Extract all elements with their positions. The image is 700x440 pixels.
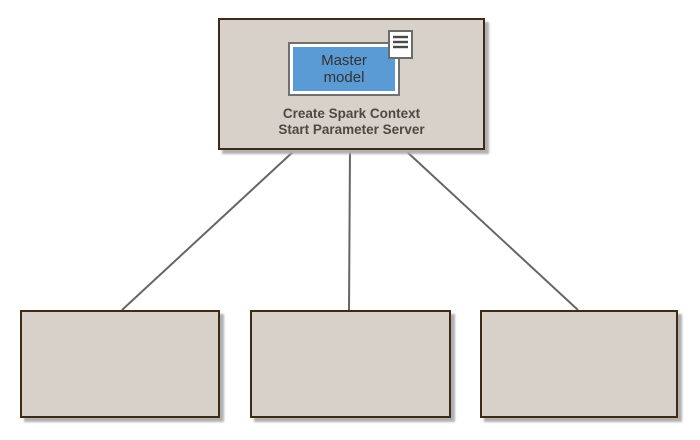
worker-node-box-3 [480, 310, 678, 418]
connector-right [404, 149, 579, 311]
master-model-box: Master model [288, 42, 400, 96]
master-model-label: Master model [321, 52, 367, 86]
master-caption: Create Spark Context Start Parameter Ser… [220, 106, 483, 138]
note-icon [388, 30, 413, 59]
worker-node-box-1 [20, 310, 220, 418]
master-model-label-line2: model [323, 69, 365, 86]
master-node-box: Master model Create Spark Context Start … [218, 18, 485, 150]
connector-middle [348, 149, 351, 311]
caption-line-2: Start Parameter Server [278, 122, 425, 137]
connector-left [121, 149, 296, 311]
worker-node-box-2 [250, 310, 451, 418]
caption-line-1: Create Spark Context [282, 106, 421, 121]
master-model-label-line1: Master [321, 52, 367, 69]
